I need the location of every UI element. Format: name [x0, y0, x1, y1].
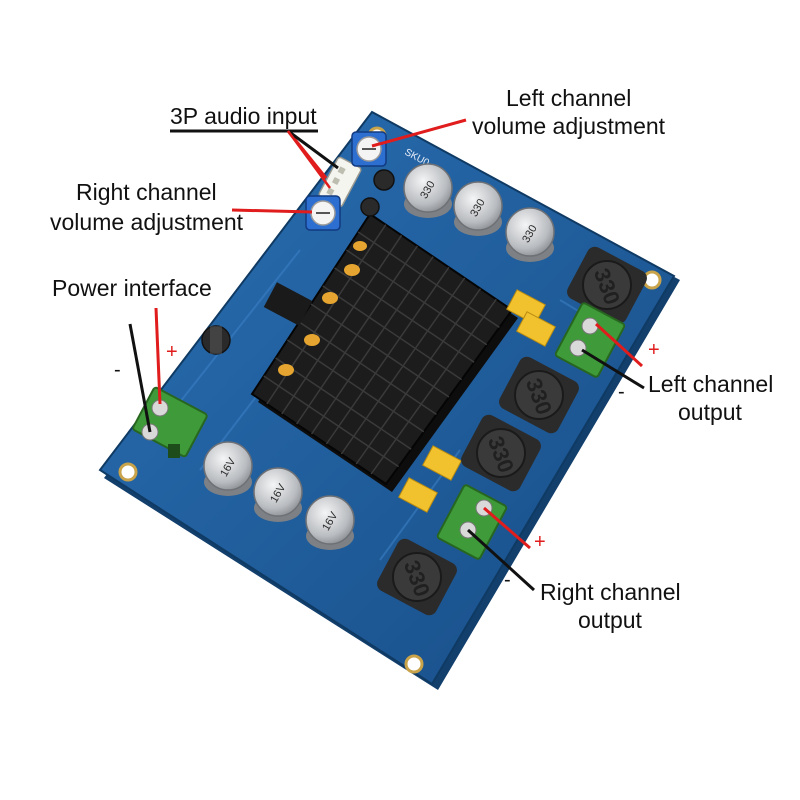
film-capacitors: [398, 289, 556, 513]
svg-text:Left channel: Left channel: [506, 85, 631, 111]
svg-text:Right channel: Right channel: [76, 179, 217, 205]
ic-chip: [263, 282, 313, 326]
right-plus-sign: +: [534, 531, 546, 553]
left-minus-sign: -: [618, 381, 625, 403]
potentiometer-icon[interactable]: [351, 131, 387, 167]
inductor-1: 330: [567, 246, 647, 324]
right-minus-sign: -: [504, 569, 511, 591]
power-plus-sign: +: [166, 341, 178, 363]
capacitor-top-2: 330: [453, 181, 503, 236]
tantalum-capacitors: [278, 241, 367, 376]
capacitor-bottom-3: 16V: [305, 495, 355, 550]
svg-text:output: output: [578, 607, 643, 633]
heatsink-fin: [275, 357, 412, 450]
label-power: Power interface: [52, 275, 212, 301]
heatsink-fin: [334, 267, 475, 363]
capacitor-top-1: 330: [403, 163, 453, 218]
label-right-output: Right channel output: [540, 579, 681, 633]
capacitor-top-3: 330: [505, 207, 555, 262]
heatsink-fin: [357, 231, 500, 329]
label-left-volume: Left channel volume adjustment: [472, 85, 666, 139]
power-minus-sign: -: [114, 359, 121, 381]
svg-text:volume adjustment: volume adjustment: [50, 209, 244, 235]
potentiometer-icon[interactable]: [305, 195, 341, 231]
svg-text:Right channel: Right channel: [540, 579, 681, 605]
heatsink-fin: [263, 375, 400, 468]
small-capacitors: [201, 169, 395, 355]
label-right-volume: Right channel volume adjustment: [50, 179, 244, 235]
heatsink-fin: [345, 249, 488, 346]
capacitor-bottom-1: 16V: [203, 441, 253, 496]
heatsink-fin: [298, 321, 437, 416]
svg-text:3P audio input: 3P audio input: [170, 103, 317, 129]
screw-terminal-icon[interactable]: [554, 302, 626, 378]
svg-text:output: output: [678, 399, 743, 425]
leader-lines: [128, 118, 645, 592]
label-audio-input: 3P audio input: [170, 103, 317, 129]
capacitor-bottom-2: 16V: [253, 467, 303, 522]
heatsink-fin: [286, 339, 425, 433]
heatsink: [250, 212, 518, 492]
inductor-4: 330: [377, 538, 457, 616]
label-left-output: Left channel output: [648, 371, 773, 425]
svg-text:volume adjustment: volume adjustment: [472, 113, 666, 139]
heatsink-fin: [310, 303, 450, 398]
inductor-2: 330: [499, 356, 579, 434]
left-plus-sign: +: [648, 339, 660, 361]
inductor-3: 330: [461, 414, 541, 492]
screw-terminal-icon[interactable]: [132, 386, 208, 458]
heatsink-fin: [322, 285, 463, 381]
svg-text:Left channel: Left channel: [648, 371, 773, 397]
svg-text:Power interface: Power interface: [52, 275, 212, 301]
